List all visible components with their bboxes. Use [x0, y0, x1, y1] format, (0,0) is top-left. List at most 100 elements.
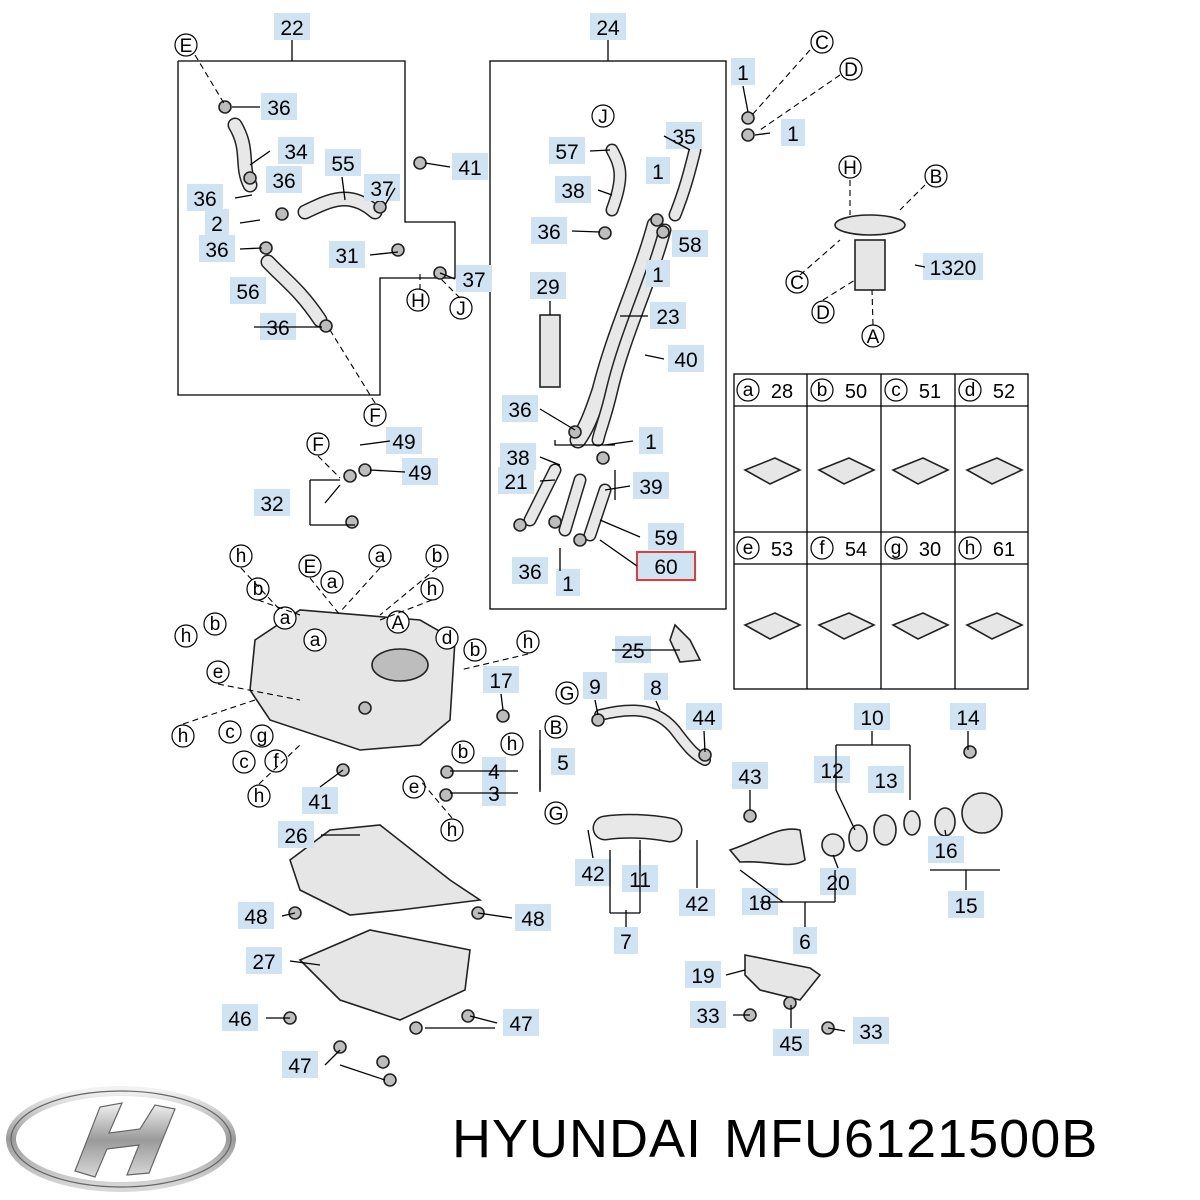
legend-letter-circle	[884, 536, 908, 560]
part-label-bg	[793, 927, 817, 954]
part-label: 3	[488, 783, 500, 806]
part-label: 36	[267, 97, 290, 120]
leader-line	[604, 440, 634, 446]
part-label: 6	[799, 931, 811, 954]
part-label-bg	[950, 703, 986, 730]
part-label-bg	[502, 395, 538, 422]
callout-letter-circle	[306, 432, 330, 456]
dashed-leader	[799, 239, 841, 276]
part-label: 1	[645, 431, 657, 454]
tank-legend-letter: h	[427, 579, 438, 600]
leader-line	[281, 912, 296, 917]
part-label-bg	[278, 137, 314, 164]
fitting	[548, 515, 562, 529]
part-label-bg	[781, 119, 805, 146]
tank-legend-circle	[264, 749, 288, 773]
callout-letter: J	[598, 107, 608, 128]
part-label-bg	[686, 703, 722, 730]
pump-flange	[834, 214, 906, 236]
part-label: 7	[620, 931, 632, 954]
part-label-bg	[639, 427, 663, 454]
fitting	[741, 111, 755, 125]
leader-line	[319, 769, 344, 788]
part-label-bg	[278, 821, 314, 848]
callout-letter: A	[867, 327, 880, 348]
dashed-leader	[899, 184, 926, 211]
fitting	[591, 713, 605, 727]
dashed-leader	[419, 779, 453, 819]
legend-letter-circle	[810, 378, 834, 402]
panel-frame-22	[177, 60, 456, 396]
leader-line	[500, 693, 504, 711]
leader-line	[249, 150, 271, 166]
callout-letter-circle	[838, 155, 862, 179]
callout-letter: F	[369, 406, 381, 427]
leader-line	[703, 730, 706, 753]
tank-legend-letter: b	[458, 742, 469, 763]
leader-line	[439, 272, 456, 280]
fitting	[439, 788, 453, 802]
part-label: 36	[266, 317, 289, 340]
leader-line	[599, 519, 641, 538]
part-label: 36	[272, 170, 295, 193]
part-label-bg	[282, 1051, 318, 1078]
leader-line	[739, 869, 784, 903]
part-label: 23	[656, 306, 679, 329]
legend-letter-circle	[736, 378, 760, 402]
fitting	[409, 1021, 423, 1035]
part-label-bg	[483, 666, 519, 693]
tank-legend-circle	[451, 740, 475, 764]
fitting	[358, 463, 372, 477]
part-label: 36	[508, 399, 531, 422]
part-label: 32	[260, 493, 283, 516]
dashed-leader	[822, 279, 856, 301]
highlighted-part-label: 60	[654, 556, 677, 579]
callout-letter-circle	[555, 681, 579, 705]
part-label: 41	[308, 791, 331, 814]
legend-letter: e	[743, 538, 754, 559]
leader-line	[539, 456, 561, 466]
part-label: 44	[692, 707, 716, 730]
part-label: 42	[685, 893, 708, 916]
fuel-tank	[249, 609, 456, 751]
fitting	[391, 243, 405, 257]
part-label-bg	[633, 472, 669, 499]
filler-neck-18	[728, 828, 806, 866]
fitting	[656, 225, 670, 239]
leader-line	[424, 162, 451, 168]
leader-line	[539, 479, 556, 482]
part-label: 36	[537, 221, 560, 244]
fitting	[333, 1040, 347, 1054]
fitting	[461, 1009, 475, 1023]
dashed-leader	[182, 699, 256, 725]
legend-letter: d	[965, 380, 976, 401]
tank-legend-letter: d	[442, 628, 453, 649]
part-label-bg	[648, 523, 684, 550]
leader-line	[644, 354, 665, 360]
tank-legend-letter: h	[523, 632, 534, 653]
callout-letter: E	[180, 36, 193, 57]
leader-line	[944, 829, 947, 837]
fitting	[376, 1055, 390, 1069]
callout-letter: D	[816, 303, 830, 324]
part-label: 33	[696, 1005, 719, 1028]
part-label: 36	[193, 188, 216, 211]
part-label: 8	[650, 677, 662, 700]
dashed-leader	[309, 577, 341, 616]
legend-part-number: 61	[993, 539, 1015, 561]
fitting	[275, 207, 289, 221]
legend-part-icon	[965, 457, 1024, 485]
fitting	[496, 709, 510, 723]
part-label-bg	[500, 443, 536, 470]
tank-legend-letter: h	[181, 626, 192, 647]
part-label: 1	[652, 264, 664, 287]
part-label-bg	[222, 1004, 258, 1031]
bracket-1	[554, 440, 615, 446]
part-label-bg	[820, 868, 856, 895]
callout-letter: G	[549, 804, 564, 825]
part-label: 41	[458, 157, 481, 180]
callout-letter-circle	[811, 300, 835, 324]
part-label: 21	[504, 471, 527, 494]
part-label-bg	[732, 762, 768, 789]
legend-part-number: 54	[845, 539, 867, 561]
